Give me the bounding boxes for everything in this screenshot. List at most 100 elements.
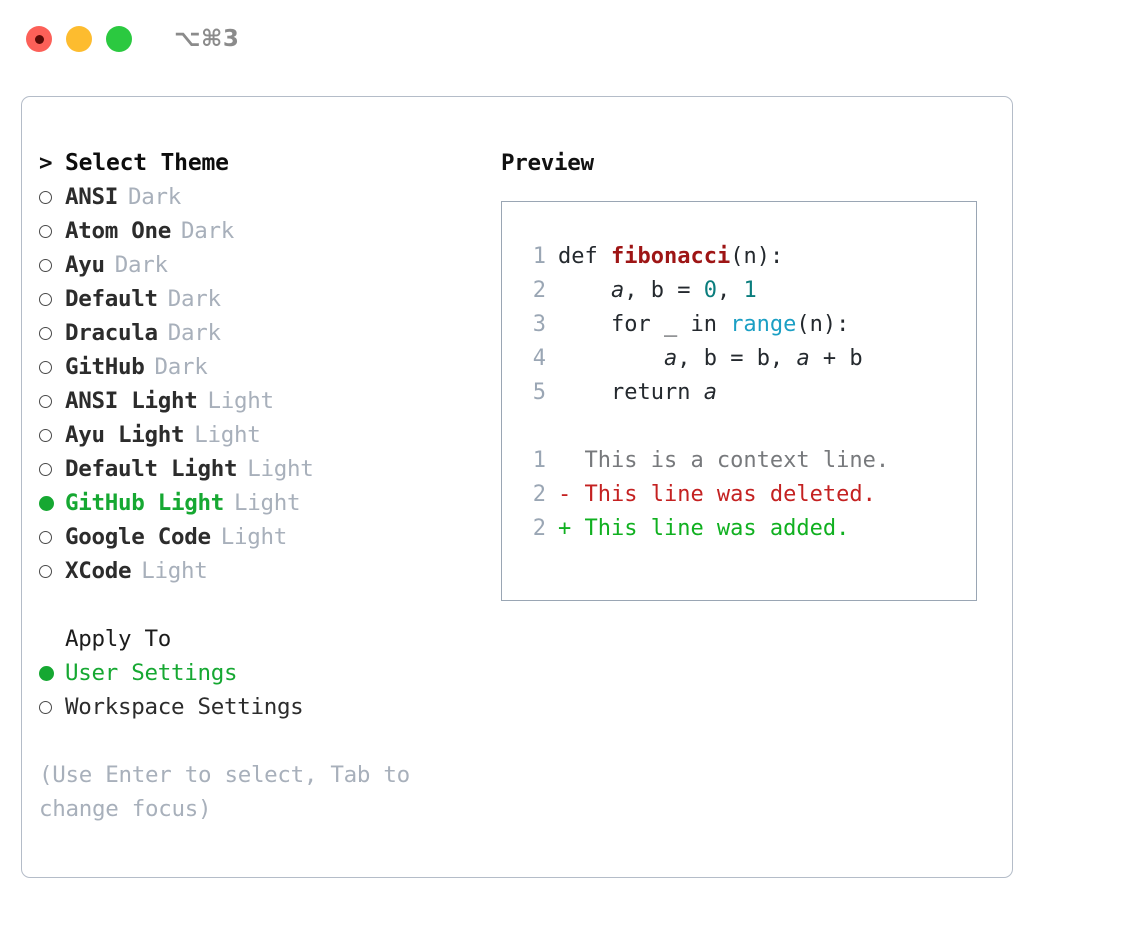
radio-unselected-icon bbox=[39, 520, 65, 554]
apply-to-heading-row: Apply To bbox=[39, 622, 479, 656]
code-token-num: 0 bbox=[703, 278, 717, 303]
code-token-var: a bbox=[703, 380, 717, 405]
theme-option-name: Google Code bbox=[65, 524, 211, 550]
diff-sign bbox=[558, 444, 571, 478]
theme-option-name: ANSI bbox=[65, 184, 118, 210]
theme-option-github-light[interactable]: GitHub Light Light bbox=[39, 486, 479, 520]
theme-option-ayu[interactable]: Ayu Dark bbox=[39, 248, 479, 282]
theme-option-atom-one[interactable]: Atom One Dark bbox=[39, 214, 479, 248]
preview-title: Preview bbox=[501, 150, 594, 176]
radio-unselected-icon bbox=[39, 452, 65, 486]
theme-option-default-light[interactable]: Default Light Light bbox=[39, 452, 479, 486]
theme-option-name: Ayu bbox=[65, 252, 105, 278]
code-line-number: 2 bbox=[532, 278, 546, 303]
apply-to-title: Apply To bbox=[65, 626, 171, 652]
code-line-text: a, b = 0, 1 bbox=[558, 274, 757, 308]
diff-sample: 1 This is a context line.2- This line wa… bbox=[516, 444, 976, 546]
diff-line-number: 1 bbox=[532, 448, 546, 473]
code-line: 5 return a bbox=[516, 376, 976, 410]
radio-unselected-icon bbox=[39, 180, 65, 214]
code-line: 2 a, b = 0, 1 bbox=[516, 274, 976, 308]
apply-to-option-workspace-settings[interactable]: Workspace Settings bbox=[39, 690, 479, 724]
code-token-var: a bbox=[610, 278, 625, 303]
diff-line-number: 2 bbox=[532, 482, 546, 507]
maximize-window-button[interactable] bbox=[106, 26, 132, 52]
theme-option-kind: Dark bbox=[167, 320, 221, 346]
theme-option-kind: Light bbox=[233, 490, 301, 516]
close-window-button[interactable] bbox=[26, 26, 52, 52]
code-token-builtin: range bbox=[730, 312, 797, 337]
code-token-punc: (n): bbox=[730, 244, 784, 269]
code-token-kw: , b = b, bbox=[677, 346, 797, 371]
code-token-kw: for _ in bbox=[558, 312, 731, 337]
theme-option-name: Default Light bbox=[65, 456, 238, 482]
code-token-kw: def bbox=[558, 244, 611, 269]
code-token-kw: + b bbox=[809, 346, 863, 371]
diff-line-number: 2 bbox=[532, 516, 546, 541]
theme-option-kind: Light bbox=[194, 422, 261, 448]
theme-option-xcode[interactable]: XCode Light bbox=[39, 554, 479, 588]
theme-option-name: GitHub Light bbox=[65, 490, 224, 516]
theme-option-name: GitHub bbox=[65, 354, 145, 380]
diff-line-context: 1 This is a context line. bbox=[516, 444, 976, 478]
theme-option-ayu-light[interactable]: Ayu Light Light bbox=[39, 418, 479, 452]
code-line-text: a, b = b, a + b bbox=[558, 342, 863, 376]
code-token-punc: = bbox=[663, 278, 704, 303]
code-token-punc bbox=[558, 346, 664, 371]
theme-option-github[interactable]: GitHub Dark bbox=[39, 350, 479, 384]
code-line-text: for _ in range(n): bbox=[558, 308, 849, 342]
radio-unselected-icon bbox=[39, 282, 65, 316]
diff-line-deleted: 2 - This line was deleted. bbox=[516, 478, 976, 512]
diff-line-text: This line was added. bbox=[571, 516, 850, 541]
radio-unselected-icon bbox=[39, 316, 65, 350]
theme-option-name: Atom One bbox=[65, 218, 171, 244]
diff-line-content: - This line was deleted. bbox=[558, 478, 876, 512]
theme-option-kind: Dark bbox=[180, 218, 234, 244]
diff-line-content: + This line was added. bbox=[558, 512, 849, 546]
theme-option-kind: Light bbox=[207, 388, 274, 414]
code-line-number: 4 bbox=[532, 346, 546, 371]
apply-to-option-label: User Settings bbox=[65, 660, 238, 686]
window-titlebar: ⌥⌘3 bbox=[0, 0, 1140, 78]
code-token-kw: b bbox=[650, 278, 664, 303]
radio-unselected-icon bbox=[39, 384, 65, 418]
diff-line-added: 2 + This line was added. bbox=[516, 512, 976, 546]
radio-selected-icon bbox=[39, 486, 65, 520]
theme-option-name: XCode bbox=[65, 558, 132, 584]
theme-option-kind: Dark bbox=[167, 286, 221, 312]
theme-option-name: Dracula bbox=[65, 320, 158, 346]
diff-sign: - bbox=[558, 482, 572, 507]
code-token-punc: (n): bbox=[796, 312, 850, 337]
code-line-number: 5 bbox=[532, 380, 546, 405]
minimize-window-button[interactable] bbox=[66, 26, 92, 52]
radio-unselected-icon bbox=[39, 418, 65, 452]
theme-option-dracula[interactable]: Dracula Dark bbox=[39, 316, 479, 350]
diff-line-text: This is a context line. bbox=[571, 448, 890, 473]
theme-option-kind: Light bbox=[141, 558, 208, 584]
theme-option-name: Ayu Light bbox=[65, 422, 185, 448]
theme-option-kind: Dark bbox=[154, 354, 208, 380]
theme-option-name: Default bbox=[65, 286, 158, 312]
theme-option-default[interactable]: Default Dark bbox=[39, 282, 479, 316]
radio-unselected-icon bbox=[39, 554, 65, 588]
code-token-punc bbox=[558, 278, 611, 303]
radio-unselected-icon bbox=[39, 350, 65, 384]
theme-option-kind: Dark bbox=[114, 252, 168, 278]
code-token-punc: , bbox=[716, 278, 744, 303]
theme-option-kind: Light bbox=[247, 456, 314, 482]
caret-icon: > bbox=[39, 150, 53, 176]
code-line: 3 for _ in range(n): bbox=[516, 308, 976, 342]
apply-to-option-user-settings[interactable]: User Settings bbox=[39, 656, 479, 690]
code-token-kw: return bbox=[558, 380, 704, 405]
code-line-text: return a bbox=[558, 376, 717, 410]
